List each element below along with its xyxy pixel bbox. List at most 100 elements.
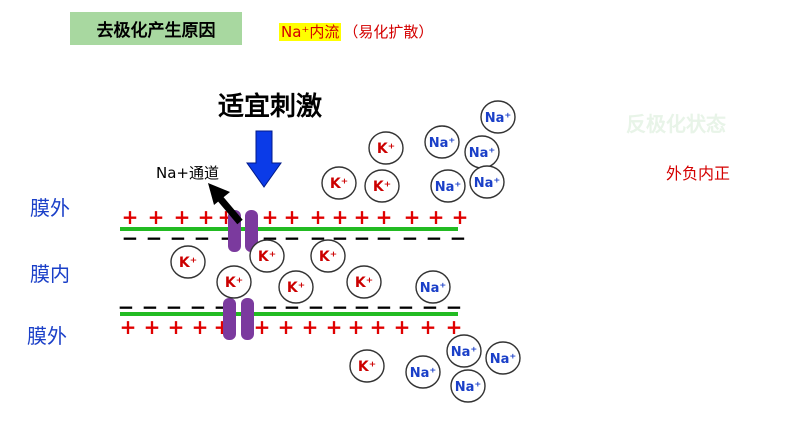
- minus-charge-top: −: [284, 226, 301, 250]
- minus-charge-bottom: −: [446, 295, 463, 319]
- plus-charge-bottom: +: [420, 315, 437, 339]
- na-ion: Na⁺: [469, 165, 505, 199]
- minus-charge-top: −: [194, 226, 211, 250]
- plus-charge-bottom: +: [348, 315, 365, 339]
- minus-charge-top: −: [450, 226, 467, 250]
- stimulus-label: 适宜刺激: [218, 92, 323, 122]
- k-ion: K⁺: [346, 265, 382, 299]
- na-ion-label: Na⁺: [485, 111, 512, 126]
- k-ion-label: K⁺: [377, 141, 395, 157]
- down-arrow-icon: [246, 130, 282, 188]
- minus-charge-top: −: [376, 226, 393, 250]
- plus-charge-top: +: [310, 205, 327, 229]
- plus-charge-bottom: +: [192, 315, 209, 339]
- k-ion: K⁺: [278, 270, 314, 304]
- k-ion: K⁺: [170, 245, 206, 279]
- reverse-polarization-label: 反极化状态: [626, 112, 726, 136]
- plus-charge-top: +: [262, 205, 279, 229]
- membrane-outside-top-label: 膜外: [30, 196, 70, 220]
- na-ion-label: Na⁺: [474, 176, 501, 191]
- na-ion: Na⁺: [480, 100, 516, 134]
- k-ion-label: K⁺: [287, 280, 305, 296]
- plus-charge-bottom: +: [326, 315, 343, 339]
- k-ion-label: K⁺: [179, 255, 197, 271]
- na-ion: Na⁺: [424, 125, 460, 159]
- k-ion-label: K⁺: [225, 275, 243, 291]
- k-ion: K⁺: [310, 239, 346, 273]
- plus-charge-bottom: +: [144, 315, 161, 339]
- na-channel-top-right: [245, 210, 258, 252]
- k-ion: K⁺: [321, 166, 357, 200]
- na-ion: Na⁺: [450, 369, 486, 403]
- plus-charge-top: +: [332, 205, 349, 229]
- na-ion-label: Na⁺: [490, 352, 517, 367]
- na-ion: Na⁺: [464, 135, 500, 169]
- plus-charge-bottom: +: [446, 315, 463, 339]
- plus-charge-top: +: [452, 205, 469, 229]
- minus-charge-bottom: −: [376, 295, 393, 319]
- na-ion-label: Na⁺: [435, 180, 462, 195]
- na-channel-bottom-right: [241, 298, 254, 340]
- na-ion-label: Na⁺: [469, 146, 496, 161]
- plus-charge-top: +: [376, 205, 393, 229]
- minus-charge-bottom: −: [142, 295, 159, 319]
- na-ion: Na⁺: [485, 341, 521, 375]
- outside-negative-inside-positive-label: 外负内正: [666, 164, 731, 183]
- plus-charge-top: +: [354, 205, 371, 229]
- minus-charge-top: −: [122, 226, 139, 250]
- na-ion-label: Na⁺: [420, 281, 447, 296]
- na-ion-label: Na⁺: [455, 380, 482, 395]
- na-influx-label: Na⁺内流: [279, 23, 342, 41]
- plus-charge-top: +: [284, 205, 301, 229]
- minus-charge-top: −: [170, 226, 187, 250]
- k-ion-label: K⁺: [355, 275, 373, 291]
- minus-charge-top: −: [146, 226, 163, 250]
- plus-charge-bottom: +: [278, 315, 295, 339]
- membrane-outside-bottom-label: 膜外: [27, 324, 67, 348]
- membrane-inside-label: 膜内: [30, 262, 70, 286]
- na-ion: Na⁺: [446, 334, 482, 368]
- plus-charge-bottom: +: [120, 315, 137, 339]
- plus-charge-bottom: +: [168, 315, 185, 339]
- minus-charge-bottom: −: [354, 295, 371, 319]
- minus-charge-bottom: −: [118, 295, 135, 319]
- facilitated-diffusion-label: （易化扩散）: [343, 23, 434, 41]
- plus-charge-top: +: [404, 205, 421, 229]
- plus-charge-bottom: +: [370, 315, 387, 339]
- na-ion: Na⁺: [415, 270, 451, 304]
- k-ion: K⁺: [216, 265, 252, 299]
- na-channel-label: Na+通道: [156, 164, 219, 182]
- k-ion: K⁺: [364, 169, 400, 203]
- k-ion-label: K⁺: [258, 249, 276, 265]
- minus-charge-top: −: [354, 226, 371, 250]
- na-ion-label: Na⁺: [429, 136, 456, 151]
- plus-charge-bottom: +: [394, 315, 411, 339]
- plus-charge-top: +: [148, 205, 165, 229]
- k-ion-label: K⁺: [358, 359, 376, 375]
- page-title: 去极化产生原因: [70, 12, 242, 45]
- plus-charge-bottom: +: [254, 315, 271, 339]
- minus-charge-bottom: −: [308, 295, 325, 319]
- minus-charge-top: −: [402, 226, 419, 250]
- plus-charge-bottom: +: [302, 315, 319, 339]
- minus-charge-bottom: −: [262, 295, 279, 319]
- na-ion: Na⁺: [405, 355, 441, 389]
- plus-charge-top: +: [198, 205, 215, 229]
- minus-charge-bottom: −: [398, 295, 415, 319]
- minus-charge-bottom: −: [332, 295, 349, 319]
- plus-charge-top: +: [122, 205, 139, 229]
- na-ion-label: Na⁺: [451, 345, 478, 360]
- plus-charge-top: +: [174, 205, 191, 229]
- k-ion-label: K⁺: [330, 176, 348, 192]
- plus-charge-top: +: [428, 205, 445, 229]
- k-ion: K⁺: [249, 239, 285, 273]
- na-ion: Na⁺: [430, 169, 466, 203]
- minus-charge-bottom: −: [190, 295, 207, 319]
- na-ion-label: Na⁺: [410, 366, 437, 381]
- na-influx-note: Na⁺内流（易化扩散）: [279, 21, 433, 42]
- na-channel-bottom-left: [223, 298, 236, 340]
- minus-charge-top: −: [426, 226, 443, 250]
- up-left-arrow-icon: [208, 183, 243, 225]
- k-ion-label: K⁺: [319, 249, 337, 265]
